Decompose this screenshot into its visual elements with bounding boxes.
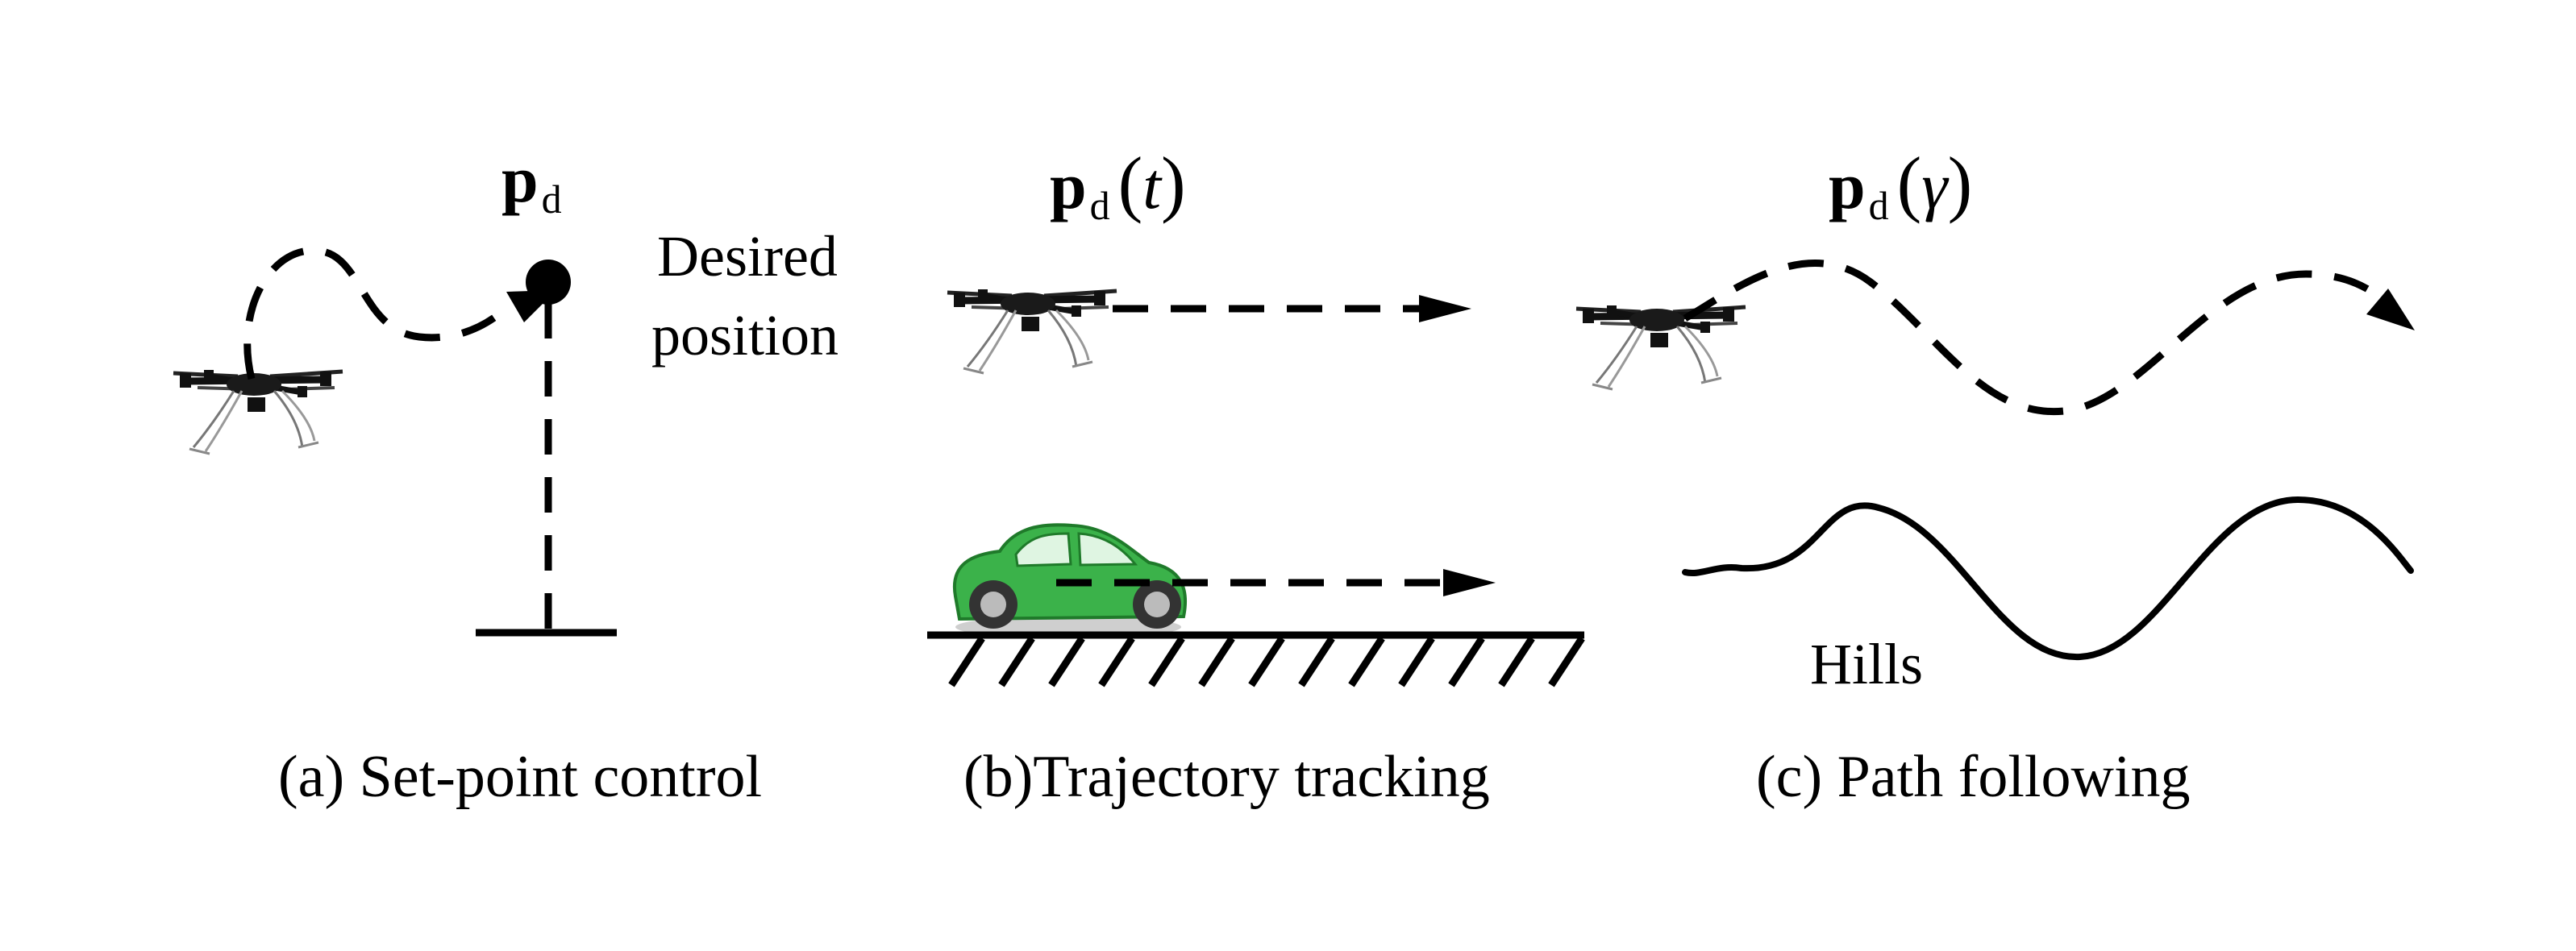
road-hatching	[948, 636, 1585, 687]
drone-trajectory-arrowhead	[1419, 295, 1471, 322]
trajectory-symbol: pd(t)	[1050, 142, 1186, 228]
quadcopter-drone-icon	[173, 370, 343, 454]
path-arrowhead	[2366, 289, 2415, 330]
desired-position-label-line1: Desired	[657, 224, 838, 289]
car-trajectory-arrowhead	[1443, 569, 1496, 596]
desired-position-symbol: pd	[501, 143, 562, 222]
caption-c: (c) Path following	[1756, 744, 2190, 810]
panel-c-path-following: pd(γ) Hills (c) Path following	[1576, 142, 2415, 810]
path-curve	[1683, 260, 2402, 416]
quadcopter-drone-icon	[947, 289, 1117, 373]
desired-position-point	[526, 260, 571, 305]
approach-path	[243, 247, 511, 380]
path-symbol: pd(γ)	[1829, 142, 1972, 228]
hills-terrain	[1682, 496, 2414, 661]
hills-label: Hills	[1810, 632, 1923, 696]
panel-a-set-point-control: pd Desired position (a) Set-point contro…	[173, 143, 839, 810]
desired-position-label-line2: position	[651, 303, 839, 368]
caption-a: (a) Set-point control	[278, 744, 762, 810]
caption-b: (b)Trajectory tracking	[963, 744, 1490, 810]
panel-b-trajectory-tracking: pd(t)	[927, 142, 1585, 810]
green-car-icon	[952, 523, 1188, 638]
quadcopter-drone-icon	[1576, 305, 1746, 389]
